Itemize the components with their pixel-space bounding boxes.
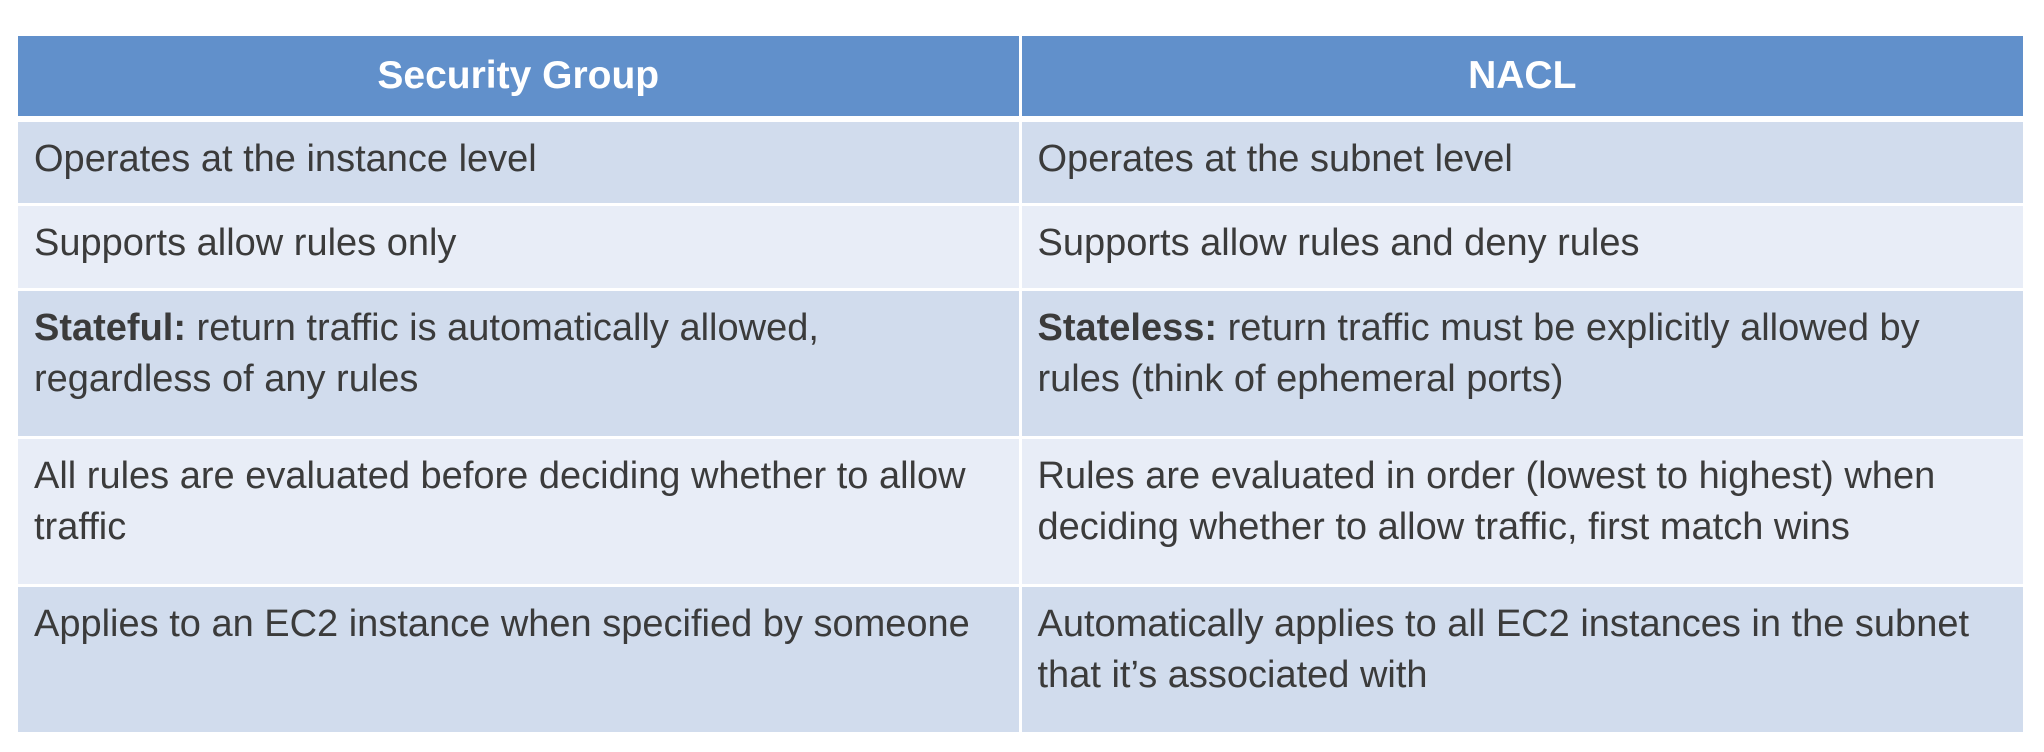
cell-text: Operates at the subnet level (1037, 138, 1513, 180)
table-row: Supports allow rules only Supports allow… (18, 204, 2023, 291)
cell-text: Supports allow rules and deny rules (1037, 221, 1640, 264)
security-group-cell: All rules are evaluated before deciding … (18, 437, 1022, 587)
table-row: All rules are evaluated before deciding … (18, 437, 2023, 587)
cell-lead: Stateful: (34, 306, 186, 349)
table-row: Applies to an EC2 instance when specifie… (18, 585, 2023, 735)
table-row: Stateful: return traffic is automaticall… (18, 289, 2023, 439)
cell-text: Rules are evaluated in order (lowest to … (1037, 454, 1936, 548)
nacl-cell: Stateless: return traffic must be explic… (1020, 289, 2023, 439)
nacl-cell: Operates at the subnet level (1020, 119, 2023, 206)
cell-text: Automatically applies to all EC2 instanc… (1037, 602, 1970, 696)
nacl-cell: Supports allow rules and deny rules (1020, 204, 2023, 291)
nacl-cell: Rules are evaluated in order (lowest to … (1020, 437, 2023, 587)
header-security-group: Security Group (18, 36, 1022, 122)
cell-text: All rules are evaluated before deciding … (34, 454, 966, 548)
security-group-cell: Supports allow rules only (18, 204, 1022, 291)
security-group-cell: Applies to an EC2 instance when specifie… (18, 585, 1022, 735)
security-group-cell: Operates at the instance level (18, 119, 1022, 206)
header-row: Security Group NACL (18, 36, 2023, 122)
cell-text: Operates at the instance level (34, 138, 537, 180)
cell-lead: Stateless: (1037, 306, 1218, 349)
security-group-cell: Stateful: return traffic is automaticall… (18, 289, 1022, 439)
cell-text: return traffic is automatically allowed,… (34, 306, 819, 400)
cell-text: Supports allow rules only (34, 221, 457, 264)
table-row: Operates at the instance level Operates … (18, 119, 2023, 206)
cell-text: return traffic must be explicitly allowe… (1037, 306, 1920, 400)
comparison-table: Security Group NACL Operates at the inst… (18, 36, 2023, 735)
header-nacl: NACL (1020, 36, 2023, 122)
cell-text: Applies to an EC2 instance when specifie… (34, 602, 970, 645)
nacl-cell: Automatically applies to all EC2 instanc… (1020, 585, 2023, 735)
